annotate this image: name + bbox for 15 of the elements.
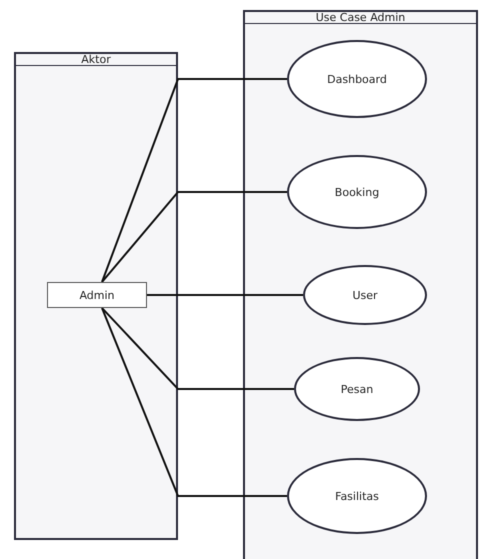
use-case-ellipse: Booking	[287, 155, 427, 229]
association-line	[101, 191, 287, 283]
association-line	[101, 78, 287, 282]
association-line	[101, 307, 294, 390]
swimlane-panel	[243, 10, 478, 559]
use-case-ellipse: User	[303, 265, 427, 325]
association-line	[101, 308, 287, 497]
use-case-ellipse: Dashboard	[287, 40, 427, 118]
association-line	[147, 294, 303, 296]
use-case-ellipse: Pesan	[294, 357, 420, 421]
actor-box: Admin	[47, 282, 147, 308]
panel-heading: Use Case Admin	[316, 12, 406, 23]
use-case-ellipse: Fasilitas	[287, 458, 427, 534]
swimlane-panel	[14, 52, 178, 540]
panel-heading: Aktor	[81, 54, 111, 65]
